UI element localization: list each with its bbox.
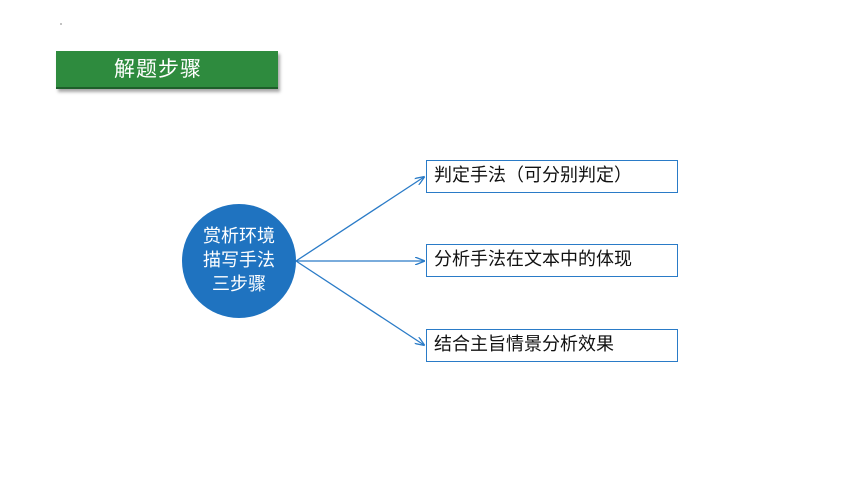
section-title-banner: 解题步骤 — [56, 51, 278, 89]
step-box-1: 判定手法（可分别判定） — [426, 160, 678, 193]
decorative-dot — [60, 23, 62, 25]
arrow-to-step-3 — [295, 260, 424, 345]
arrow-to-step-1 — [295, 177, 424, 262]
section-title: 解题步骤 — [114, 57, 202, 81]
step-box-3: 结合主旨情景分析效果 — [426, 329, 678, 362]
center-node: 赏析环境 描写手法 三步骤 — [182, 204, 296, 318]
step-2-label: 分析手法在文本中的体现 — [434, 249, 632, 270]
center-node-line-1: 赏析环境 — [203, 226, 275, 247]
center-node-line-3: 三步骤 — [212, 274, 266, 295]
center-node-line-2: 描写手法 — [203, 250, 275, 271]
step-1-label: 判定手法（可分别判定） — [434, 165, 632, 186]
step-box-2: 分析手法在文本中的体现 — [426, 244, 678, 277]
step-3-label: 结合主旨情景分析效果 — [434, 334, 614, 355]
